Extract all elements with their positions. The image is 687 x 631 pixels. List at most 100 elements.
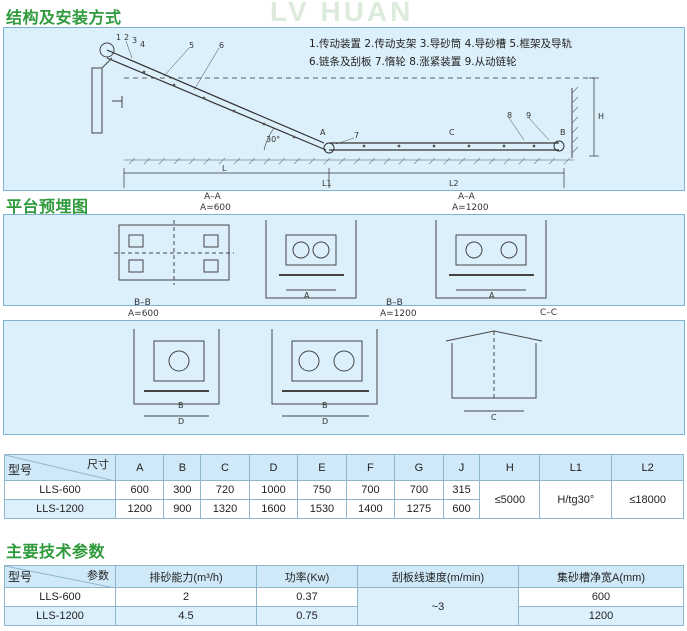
model-cell: LLS-600 [4,480,116,500]
header-b: B [163,454,202,481]
header-width: 集砂槽净宽A(mm) [518,565,684,588]
section-title-params: 主要技术参数 [6,542,106,561]
corner-label-param: 参数 [87,570,109,582]
section-title-platform: 平台预埋图 [6,197,89,216]
table-row: LLS-1200 4.5 0.75 1200 [4,606,684,626]
label-dim-h: H [598,112,605,121]
cell: 1400 [345,499,396,519]
header-g: G [394,454,444,481]
cell: 0.37 [256,587,358,607]
platform-panel-top: A A [3,214,685,306]
label-dim-l2: L2 [449,179,459,188]
watermark-text: LV HUAN [270,0,414,27]
platform-drawing-top [114,220,547,299]
label-part-5: 5 [189,41,195,50]
legend-line-1: 1.传动装置 2.传动支架 3.导砂筒 4.导砂槽 5.框架及导轨 [309,38,572,50]
cell: 600 [442,499,481,519]
cell: 600 [518,587,684,607]
structure-diagram-panel: 1 2 3 4 5 6 7 8 9 A C B H L L1 L2 30° 1.… [3,27,685,191]
cell: 1000 [248,480,299,500]
cell-l2-shared: ≤18000 [611,480,684,519]
parameter-table: 型号 参数 排砂能力(m³/h) 功率(Kw) 刮板线速度(m/min) 集砂槽… [4,565,684,626]
label-part-8: 8 [507,111,513,120]
corner-label-size: 尺寸 [87,459,109,471]
cell: 2 [115,587,257,607]
header-d: D [248,454,299,481]
cell: 700 [345,480,396,500]
cell-l1-shared: H/tg30° [539,480,613,519]
label-dim-l: L [222,164,227,173]
structure-drawing [91,40,599,188]
cell: 900 [163,499,202,519]
cell: 315 [442,480,481,500]
cell: 4.5 [115,606,257,626]
header-capacity: 排砂能力(m³/h) [115,565,257,588]
cell: 1200 [518,606,684,626]
cell: 1600 [248,499,299,519]
parameter-table-corner: 型号 参数 [4,565,116,588]
section-title-structure: 结构及安装方式 [6,8,122,27]
label-dim-a-600: A [304,291,310,300]
label-dim-d-600: D [178,417,185,426]
header-e: E [297,454,347,481]
model-cell: LLS-600 [4,587,116,607]
label-aa-1200: A–A [458,192,475,202]
model-cell: LLS-1200 [4,606,116,626]
cell: 700 [394,480,444,500]
label-part-2: 2 [124,33,130,42]
label-bb-1200-sub: A=1200 [380,309,417,319]
platform-drawing-bottom [133,329,543,417]
corner-label-model: 型号 [8,570,33,584]
header-f: F [345,454,396,481]
label-section-a: A [320,128,326,137]
cell: 300 [163,480,202,500]
label-bb-600: B–B [134,298,151,308]
label-section-b: B [560,128,566,137]
platform-panel-bottom: B D B D C [3,320,685,435]
model-cell: LLS-1200 [4,499,116,519]
label-dim-l1: L1 [322,179,332,188]
label-aa-600: A–A [204,192,221,202]
label-aa-600-sub: A=600 [200,203,231,213]
legend-line-2: 6.链条及刮板 7.惰轮 8.涨紧装置 9.从动链轮 [309,56,517,68]
label-part-6: 6 [219,41,225,50]
cell: 720 [200,480,250,500]
header-c: C [200,454,250,481]
cell: 1530 [297,499,347,519]
corner-label-model: 型号 [8,463,33,477]
dimension-table-corner: 型号 尺寸 [4,454,116,481]
cell-h-shared: ≤5000 [479,480,541,519]
cell: 600 [114,480,165,500]
label-dim-a-1200: A [489,291,495,300]
header-power: 功率(Kw) [256,565,358,588]
label-angle: 30° [266,135,281,144]
label-section-c: C [449,128,455,137]
cell: 1320 [200,499,250,519]
table-row: LLS-600 2 0.37 ~3 600 [4,587,684,626]
cell: 0.75 [256,606,358,626]
label-part-4: 4 [140,40,146,49]
label-part-7: 7 [354,131,360,140]
header-j: J [442,454,481,481]
label-aa-1200-sub: A=1200 [452,203,489,213]
header-l1: L1 [539,454,613,481]
cell-speed-shared: ~3 [357,587,519,626]
label-dim-d-1200: D [322,417,329,426]
cell: 1200 [114,499,165,519]
label-cc: C–C [540,308,558,318]
header-l2: L2 [611,454,684,481]
label-part-9: 9 [526,111,532,120]
header-h: H [479,454,541,481]
label-part-1: 1 [116,33,122,42]
label-bb-600-sub: A=600 [128,309,159,319]
label-dim-c: C [491,413,497,422]
table-row: LLS-600 600 300 720 1000 750 700 700 315… [4,480,684,519]
label-bb-1200: B–B [386,298,403,308]
label-dim-b-600: B [178,401,184,410]
cell: 750 [297,480,347,500]
label-dim-b-1200: B [322,401,328,410]
header-a: A [114,454,165,481]
label-part-3: 3 [132,36,138,45]
dimension-table: 型号 尺寸 A B C D E F G J H L1 L2 LLS-600 60… [4,454,684,519]
cell: 1275 [394,499,444,519]
